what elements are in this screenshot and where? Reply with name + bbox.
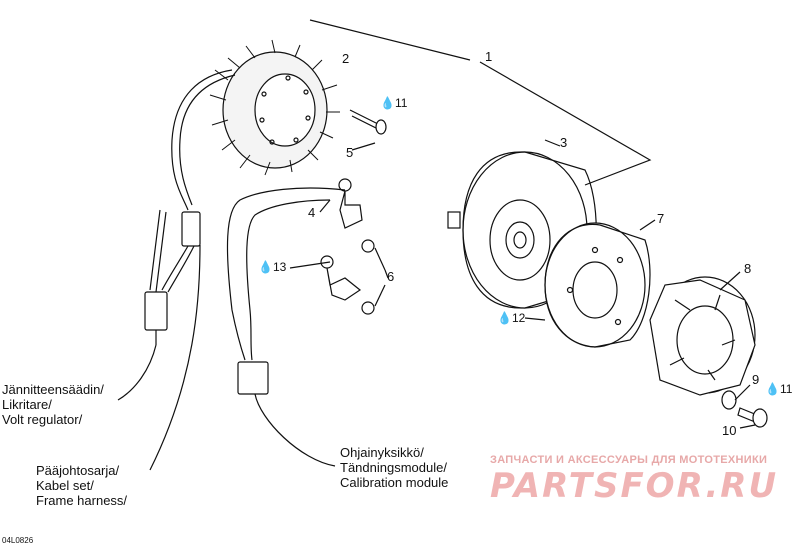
- label-volt-regulator: Jännitteensäädin/ Likritare/ Volt regula…: [2, 382, 104, 427]
- watermark-tagline: ЗАПЧАСТИ И АКСЕССУАРЫ ДЛЯ МОТОТЕХНИКИ: [490, 454, 768, 466]
- label-calibration-module: Ohjainyksikkö/ Tändningsmodule/ Calibrat…: [340, 445, 449, 490]
- washer-part: [721, 390, 737, 410]
- oil-drop-icon: 💧: [497, 311, 512, 325]
- callout-3: 3: [560, 135, 568, 150]
- ring-plate-part: [544, 222, 651, 348]
- stator-wire: [171, 69, 233, 211]
- callout-5: 5: [346, 145, 354, 160]
- stator-wire-2: [179, 74, 236, 206]
- callout-7: 7: [657, 211, 665, 226]
- leader-harness: [149, 244, 201, 471]
- leader-regulator: [117, 344, 157, 401]
- stator-part: [209, 39, 340, 176]
- pickup-wire: [226, 187, 346, 361]
- pickup-wire-2: [246, 199, 331, 361]
- callout-6: 6: [387, 269, 395, 284]
- callout-13: 💧13: [258, 260, 287, 274]
- label-frame-harness: Pääjohtosarja/ Kabel set/ Frame harness/: [36, 463, 128, 508]
- callout-11-top: 💧11: [380, 96, 408, 110]
- harness-connector-upper: [181, 211, 201, 247]
- module-connector: [237, 361, 269, 395]
- callout-9: 9: [752, 372, 760, 387]
- pickup-sensor-lower: [320, 255, 362, 301]
- callout-8: 8: [744, 261, 752, 276]
- drawing-code: 04L0826: [2, 536, 34, 545]
- screw-stator: [349, 109, 381, 131]
- callout-1: 1: [485, 49, 493, 64]
- harness-branch: [149, 209, 167, 293]
- screw-pickup-lower: [361, 301, 375, 315]
- pickup-sensor-upper: [338, 178, 363, 229]
- callout-2: 2: [342, 51, 350, 66]
- oil-drop-icon: 💧: [765, 382, 780, 396]
- assembly-bracket-1: [309, 19, 652, 186]
- callout-11-bottom: 💧11: [765, 382, 793, 396]
- watermark-logo: PARTSFOR.RU: [490, 466, 779, 506]
- leader-module: [254, 393, 336, 467]
- callout-10: 10: [722, 423, 737, 438]
- oil-drop-icon: 💧: [258, 260, 273, 274]
- starter-cup-part: [649, 276, 756, 396]
- oil-drop-icon: 💧: [380, 96, 395, 110]
- harness-connector-lower: [144, 291, 168, 331]
- callout-4: 4: [308, 205, 316, 220]
- screw-pickup-upper: [361, 239, 375, 253]
- callout-12: 💧12: [497, 311, 526, 325]
